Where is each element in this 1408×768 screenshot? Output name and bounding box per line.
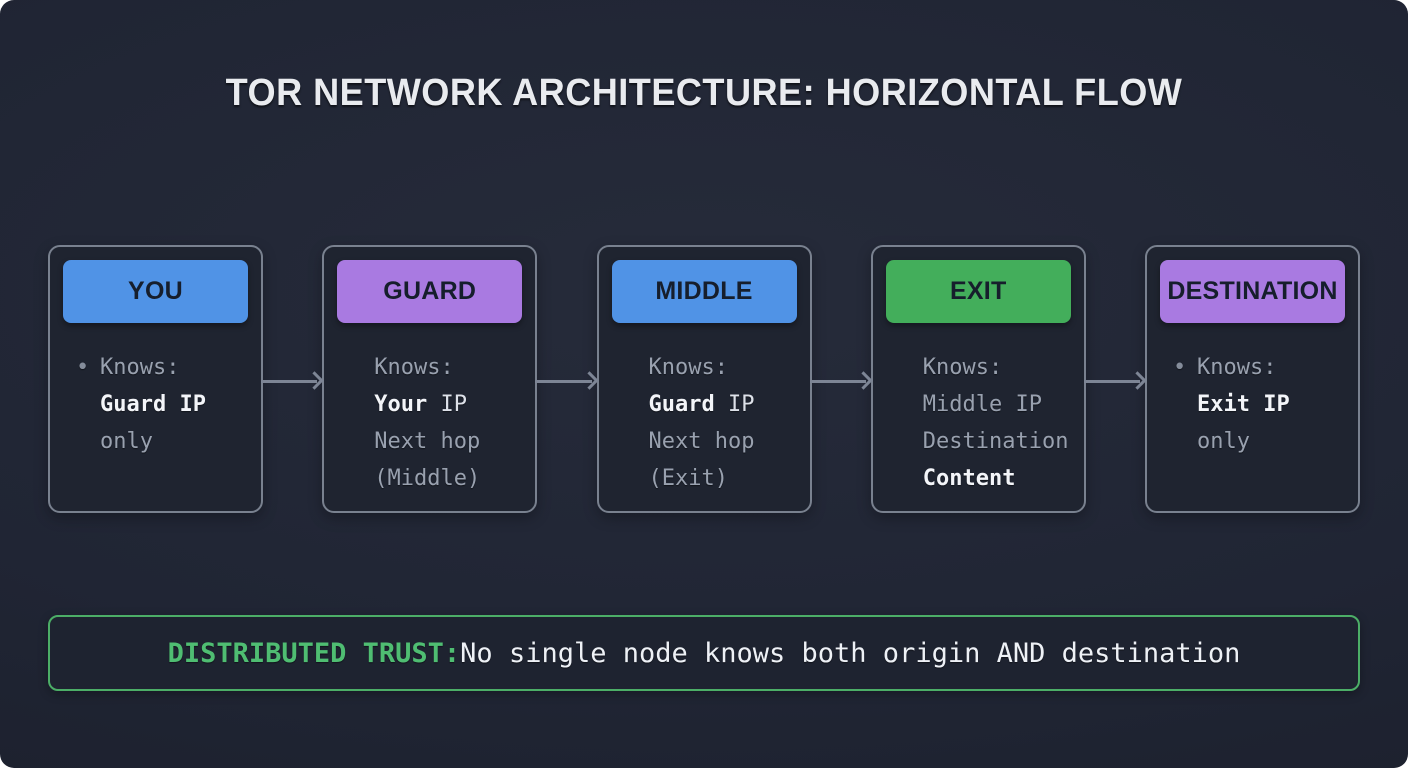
trust-banner-text: No single node knows both origin AND des…	[460, 637, 1241, 669]
detail-line: •Knows:	[76, 349, 255, 386]
flow-arrow	[261, 245, 324, 513]
node-label: YOU	[128, 277, 183, 305]
title-emphasis: HORIZONTAL FLOW	[825, 72, 1183, 114]
flow-diagram: YOU •Knows: Guard IP only GUARD Knows: Y…	[48, 245, 1360, 513]
detail-line: Knows:	[648, 355, 728, 380]
node-details: Knows: Guard IP Next hop (Exit)	[599, 349, 810, 497]
bullet-icon: •	[1173, 355, 1187, 380]
node-card-middle: MIDDLE Knows: Guard IP Next hop (Exit)	[596, 245, 812, 513]
flow-arrow	[1083, 245, 1147, 513]
detail-line: Middle IP	[922, 392, 1042, 417]
detail-line: •Knows:	[1173, 349, 1352, 386]
arrow-head-icon	[854, 371, 873, 390]
node-label: MIDDLE	[655, 277, 753, 305]
bullet-icon: •	[76, 355, 90, 380]
flow-arrow	[535, 245, 599, 513]
detail-line: only	[1197, 429, 1250, 454]
node-details: Knows: Your IP Next hop (Middle)	[324, 349, 535, 497]
detail-line: Next hop	[374, 429, 481, 454]
node-card-guard: GUARD Knows: Your IP Next hop (Middle)	[322, 245, 538, 513]
node-details: •Knows: Guard IP only	[50, 349, 261, 460]
detail-line: Guard IP	[648, 392, 755, 417]
node-card-you: YOU •Knows: Guard IP only	[48, 245, 263, 513]
arrow-head-icon	[305, 371, 324, 390]
arrow-shaft	[1083, 379, 1140, 383]
node-card-exit: EXIT Knows: Middle IP Destination Conten…	[870, 245, 1086, 513]
node-label: EXIT	[949, 277, 1007, 305]
detail-line: Destination	[922, 429, 1069, 454]
node-header-badge: EXIT	[885, 260, 1071, 323]
node-header-badge: GUARD	[337, 260, 523, 323]
node-card-destination: DESTINATION •Knows: Exit IP only	[1145, 245, 1360, 513]
node-label: GUARD	[383, 277, 477, 305]
node-details: •Knows: Exit IP only	[1147, 349, 1358, 460]
detail-line: Content	[922, 466, 1016, 491]
detail-line: Knows:	[374, 355, 454, 380]
trust-banner: DISTRIBUTED TRUST: No single node knows …	[48, 615, 1360, 691]
node-header-badge: YOU	[63, 260, 248, 323]
arrow-shaft	[535, 379, 592, 383]
arrow-shaft	[261, 379, 318, 383]
node-header-badge: DESTINATION	[1160, 260, 1345, 323]
detail-line: only	[100, 429, 153, 454]
node-label: DESTINATION	[1167, 277, 1338, 305]
detail-line: Knows:	[922, 355, 1003, 380]
arrow-shaft	[809, 379, 866, 383]
title-prefix: TOR NETWORK ARCHITECTURE:	[225, 72, 826, 114]
detail-line: Next hop	[648, 429, 755, 454]
detail-line: (Exit)	[648, 466, 728, 491]
flow-arrow	[809, 245, 873, 513]
arrow-head-icon	[579, 371, 599, 390]
arrow-head-icon	[1128, 371, 1147, 390]
node-header-badge: MIDDLE	[611, 260, 797, 323]
detail-line: Guard IP	[100, 392, 206, 417]
detail-line: Your IP	[374, 392, 467, 417]
detail-line: (Middle)	[374, 466, 481, 491]
trust-banner-label: DISTRIBUTED TRUST:	[167, 637, 461, 669]
node-details: Knows: Middle IP Destination Content	[873, 349, 1084, 497]
detail-line: Exit IP	[1197, 392, 1290, 417]
diagram-title: TOR NETWORK ARCHITECTURE: HORIZONTAL FLO…	[35, 72, 1373, 115]
